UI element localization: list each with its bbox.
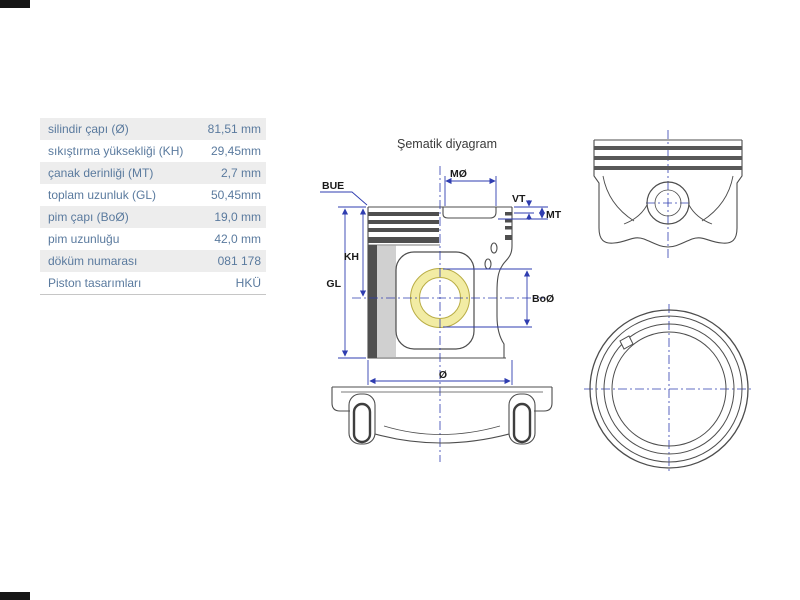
spec-label: pim uzunluğu: [48, 232, 120, 246]
piston-front-view: [593, 139, 743, 248]
spec-label: döküm numarası: [48, 254, 138, 268]
spec-label: toplam uzunluk (GL): [48, 188, 157, 202]
table-row: pim çapı (BoØ) 19,0 mm: [40, 206, 266, 228]
screen-artifact-bottom-left: [0, 592, 30, 600]
dim-label-bue: BUE: [322, 180, 344, 192]
piston-schematic-diagram: BUE MØ VT MT KH GL BoØ Ø: [320, 130, 754, 474]
dim-label-mt: MT: [546, 209, 562, 221]
spec-label: çanak derinliği (MT): [48, 166, 154, 180]
piston-cross-section-view: [367, 206, 513, 359]
spec-table: silindir çapı (Ø) 81,51 mm sıkıştırma yü…: [40, 118, 266, 295]
spec-value: 081 178: [217, 254, 261, 268]
spec-value: 2,7 mm: [220, 166, 261, 180]
piston-top-view: [589, 309, 749, 469]
table-row: sıkıştırma yüksekliği (KH) 29,45mm: [40, 140, 266, 162]
spec-label: Piston tasarımları: [48, 276, 142, 290]
spec-label: silindir çapı (Ø): [48, 122, 129, 136]
spec-value: HKÜ: [235, 276, 261, 290]
dim-label-dia: Ø: [439, 369, 447, 381]
ring-grooves-right: [505, 212, 512, 240]
spec-label: pim çapı (BoØ): [48, 210, 129, 224]
table-row: toplam uzunluk (GL) 50,45mm: [40, 184, 266, 206]
spec-value: 42,0 mm: [214, 232, 261, 246]
table-row: döküm numarası 081 178: [40, 250, 266, 272]
spec-label: sıkıştırma yüksekliği (KH): [48, 144, 184, 158]
dim-label-kh: KH: [344, 251, 359, 263]
dim-label-bo: BoØ: [532, 293, 554, 305]
ring-grooves-left: [368, 212, 439, 243]
dimension-lines: [320, 176, 548, 385]
dim-label-vt: VT: [512, 193, 526, 205]
dim-label-mo: MØ: [450, 168, 467, 180]
screen-artifact-top-left: [0, 0, 30, 8]
spec-value: 19,0 mm: [214, 210, 261, 224]
table-row: Piston tasarımları HKÜ: [40, 272, 266, 294]
table-row: çanak derinliği (MT) 2,7 mm: [40, 162, 266, 184]
table-row: silindir çapı (Ø) 81,51 mm: [40, 118, 266, 140]
spec-value: 81,51 mm: [207, 122, 261, 136]
dim-label-gl: GL: [326, 278, 341, 290]
piston-bottom-view: [331, 386, 553, 445]
table-row: pim uzunluğu 42,0 mm: [40, 228, 266, 250]
diagram-title: Şematik diyagram: [397, 137, 498, 151]
spec-value: 29,45mm: [210, 144, 261, 158]
spec-value: 50,45mm: [210, 188, 261, 202]
